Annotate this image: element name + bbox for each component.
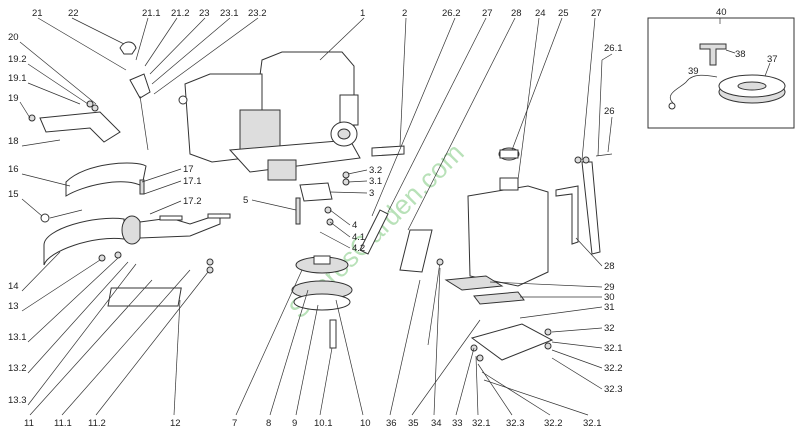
label-8: 8 xyxy=(266,418,271,429)
label-19-1: 19.1 xyxy=(8,73,27,84)
label-23-2: 23.2 xyxy=(248,8,267,19)
label-28: 28 xyxy=(511,8,522,19)
middle-labels: 17 17.1 17.2 5 3.2 3.1 3 4 4.1 4.2 xyxy=(141,164,382,254)
fuel-tank xyxy=(444,147,613,362)
part-2-shaft xyxy=(371,145,405,157)
label-1: 1 xyxy=(360,8,365,19)
label-4-1: 4.1 xyxy=(352,232,365,243)
label-21-1: 21.1 xyxy=(142,8,161,19)
label-32-1b: 32.1 xyxy=(583,418,602,429)
label-3: 3 xyxy=(369,188,374,199)
label-33: 33 xyxy=(452,418,463,429)
label-32-3: 32.3 xyxy=(506,418,525,429)
label-9: 9 xyxy=(292,418,297,429)
label-13-2: 13.2 xyxy=(8,363,27,374)
label-27: 27 xyxy=(482,8,493,19)
label-22: 22 xyxy=(68,8,79,19)
label-3-2: 3.2 xyxy=(369,165,382,176)
muffler-assembly xyxy=(28,41,231,307)
label-23: 23 xyxy=(199,8,210,19)
label-16: 16 xyxy=(8,164,19,175)
label-4: 4 xyxy=(352,220,357,231)
label-35: 35 xyxy=(408,418,419,429)
label-40: 40 xyxy=(716,7,727,18)
label-17-1: 17.1 xyxy=(183,176,202,187)
label-29: 29 xyxy=(604,282,615,293)
label-38: 38 xyxy=(735,49,746,60)
label-13: 13 xyxy=(8,301,19,312)
label-23-1: 23.1 xyxy=(220,8,239,19)
label-7: 7 xyxy=(232,418,237,429)
label-18: 18 xyxy=(8,136,19,147)
label-12: 12 xyxy=(170,418,181,429)
label-21-2: 21.2 xyxy=(171,8,190,19)
label-14: 14 xyxy=(8,281,19,292)
inset-panel: 40 38 39 37 xyxy=(647,7,795,129)
label-37: 37 xyxy=(767,54,778,65)
label-32-3r: 32.3 xyxy=(604,384,623,395)
label-32-1r: 32.1 xyxy=(604,343,623,354)
center-parts xyxy=(291,171,444,349)
label-4-2: 4.2 xyxy=(352,243,365,254)
label-26: 26 xyxy=(604,106,615,117)
label-2: 2 xyxy=(402,8,407,19)
label-13-1: 13.1 xyxy=(8,332,27,343)
label-32-2r: 32.2 xyxy=(604,363,623,374)
right-labels: 26.1 26 28 29 30 31 32 32.1 32.2 32.3 xyxy=(489,43,623,395)
label-34: 34 xyxy=(431,418,442,429)
label-36: 36 xyxy=(386,418,397,429)
label-32-1a: 32.1 xyxy=(472,418,491,429)
label-11-1: 11.1 xyxy=(54,418,72,429)
label-13-3: 13.3 xyxy=(8,395,27,406)
label-31: 31 xyxy=(604,302,615,313)
label-25: 25 xyxy=(558,8,569,19)
label-32: 32 xyxy=(604,323,615,334)
bottom-labels: 11 11.1 11.2 12 7 8 9 10.1 10 36 35 34 3… xyxy=(24,267,602,429)
label-19-2: 19.2 xyxy=(8,54,27,65)
left-labels: 20 19.2 19.1 19 18 16 15 14 13 13.1 13.2… xyxy=(8,32,137,406)
label-28b: 28 xyxy=(604,261,615,272)
label-27b: 27 xyxy=(591,8,602,19)
label-10-1: 10.1 xyxy=(314,418,333,429)
top-labels: 21 22 21.1 21.2 23 23.1 23.2 1 2 26.2 27… xyxy=(32,8,602,231)
label-21: 21 xyxy=(32,8,43,19)
label-17-2: 17.2 xyxy=(183,196,202,207)
label-26-1: 26.1 xyxy=(604,43,623,54)
label-3-1: 3.1 xyxy=(369,176,382,187)
label-10: 10 xyxy=(360,418,371,429)
label-15: 15 xyxy=(8,189,19,200)
label-30: 30 xyxy=(604,292,615,303)
label-11-2: 11.2 xyxy=(88,418,106,429)
label-5: 5 xyxy=(243,195,248,206)
label-19: 19 xyxy=(8,93,19,104)
label-26-2: 26.2 xyxy=(442,8,461,19)
label-11: 11 xyxy=(24,418,34,429)
label-20: 20 xyxy=(8,32,19,43)
engine-assembly xyxy=(178,51,361,181)
label-39: 39 xyxy=(688,66,699,77)
label-24: 24 xyxy=(535,8,546,19)
label-32-2: 32.2 xyxy=(544,418,563,429)
label-17: 17 xyxy=(183,164,194,175)
